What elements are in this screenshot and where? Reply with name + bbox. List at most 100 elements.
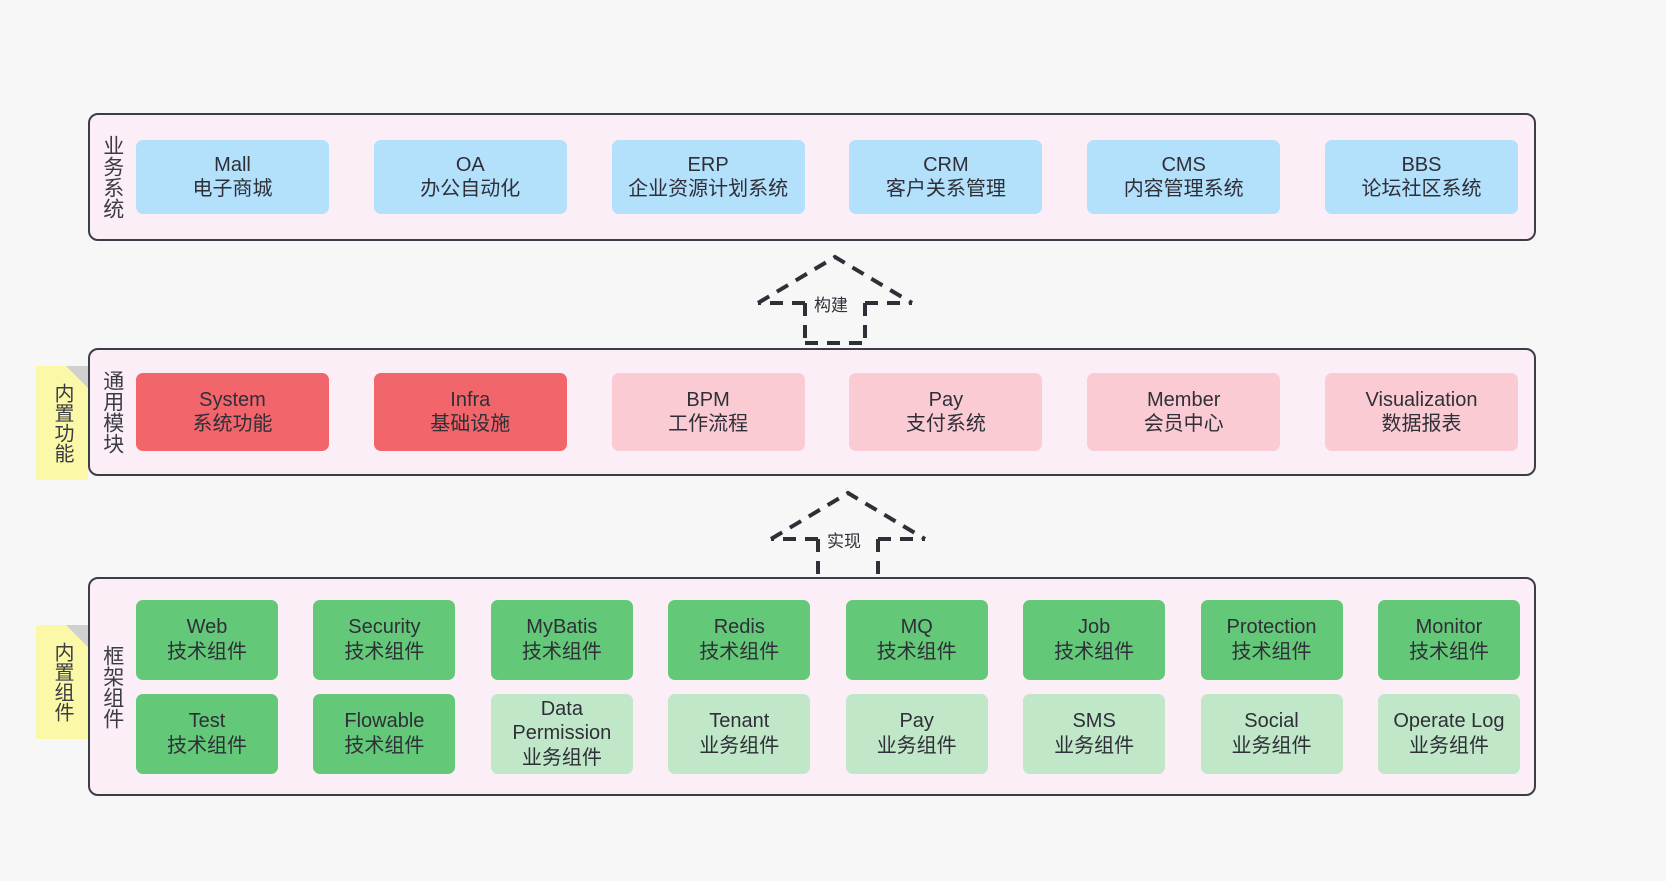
card-cms[interactable]: CMS 内容管理系统 xyxy=(1087,140,1281,214)
card-flowable[interactable]: Flowable 技术组件 xyxy=(313,693,456,774)
card-title: Pay xyxy=(928,388,964,411)
card-data-permission[interactable]: Data Permission 业务组件 xyxy=(490,693,633,774)
card-subtitle: 业务组件 xyxy=(521,746,602,769)
card-system[interactable]: System 系统功能 xyxy=(136,373,329,451)
card-title: Infra xyxy=(450,388,491,411)
card-title: Visualization xyxy=(1365,388,1478,411)
card-title: BBS xyxy=(1401,153,1442,176)
card-subtitle: 技术组件 xyxy=(699,640,780,663)
card-web[interactable]: Web 技术组件 xyxy=(136,599,278,680)
card-title: Flowable xyxy=(344,710,425,733)
note-label: 内置组件 xyxy=(51,642,73,722)
card-subtitle: 技术组件 xyxy=(344,640,425,663)
note-builtin-components: 内置组件 xyxy=(36,625,88,739)
card-title: Pay xyxy=(899,710,934,733)
card-mq[interactable]: MQ 技术组件 xyxy=(845,599,988,680)
framework-components-row-2: Test 技术组件 Flowable 技术组件 Data Permission … xyxy=(136,693,1520,774)
business-systems-row: Mall 电子商城 OA 办公自动化 ERP 企业资源计划系统 CRM 客户关系… xyxy=(136,140,1518,214)
card-crm[interactable]: CRM 客户关系管理 xyxy=(849,140,1043,214)
card-title: OA xyxy=(455,153,485,176)
section-body-common-modules: System 系统功能 Infra 基础设施 BPM 工作流程 Pay 支付系统… xyxy=(134,350,1534,474)
section-framework-components: 框架组件 Web 技术组件 Security 技术组件 MyBatis 技术组件… xyxy=(88,577,1536,796)
card-subtitle: 技术组件 xyxy=(344,734,425,757)
common-modules-row: System 系统功能 Infra 基础设施 BPM 工作流程 Pay 支付系统… xyxy=(136,373,1518,451)
card-visualization[interactable]: Visualization 数据报表 xyxy=(1324,373,1518,451)
card-subtitle: 技术组件 xyxy=(876,640,957,663)
card-mybatis[interactable]: MyBatis 技术组件 xyxy=(490,599,633,680)
section-label-framework-components: 框架组件 xyxy=(100,644,124,729)
card-subtitle: 技术组件 xyxy=(167,734,247,757)
card-pay-component[interactable]: Pay 业务组件 xyxy=(845,693,988,774)
card-subtitle: 技术组件 xyxy=(1054,640,1135,663)
card-title: BPM xyxy=(686,388,730,411)
card-title: CMS xyxy=(1161,153,1206,176)
card-subtitle: 业务组件 xyxy=(1231,734,1312,757)
card-subtitle: 内容管理系统 xyxy=(1123,178,1244,200)
note-builtin-features: 内置功能 xyxy=(36,366,88,480)
card-title: MyBatis xyxy=(526,616,598,639)
card-title: Redis xyxy=(713,616,765,639)
note-label: 内置功能 xyxy=(51,383,73,463)
card-mall[interactable]: Mall 电子商城 xyxy=(136,140,329,214)
card-test[interactable]: Test 技术组件 xyxy=(136,693,278,774)
card-title: Member xyxy=(1147,388,1221,411)
card-subtitle: 技术组件 xyxy=(521,640,602,663)
card-title: SMS xyxy=(1072,710,1116,733)
card-subtitle: 会员中心 xyxy=(1143,413,1224,435)
card-subtitle: 业务组件 xyxy=(699,734,780,757)
card-subtitle: 电子商城 xyxy=(192,178,273,200)
card-monitor[interactable]: Monitor 技术组件 xyxy=(1377,599,1520,680)
framework-components-row-1: Web 技术组件 Security 技术组件 MyBatis 技术组件 Redi… xyxy=(136,599,1520,680)
card-subtitle: 基础设施 xyxy=(430,413,511,435)
card-subtitle: 工作流程 xyxy=(668,413,749,435)
card-subtitle: 办公自动化 xyxy=(420,178,521,200)
card-oa[interactable]: OA 办公自动化 xyxy=(373,140,567,214)
section-common-modules: 通用模块 System 系统功能 Infra 基础设施 BPM 工作流程 Pay… xyxy=(88,348,1536,476)
card-title: Data Permission xyxy=(512,697,612,745)
card-bbs[interactable]: BBS 论坛社区系统 xyxy=(1324,140,1518,214)
card-subtitle: 系统功能 xyxy=(192,413,273,435)
card-subtitle: 企业资源计划系统 xyxy=(628,178,789,200)
arrow-implement: 实现 xyxy=(763,489,933,581)
card-title: Protection xyxy=(1226,616,1317,639)
card-title: ERP xyxy=(687,153,729,176)
card-title: Operate Log xyxy=(1393,710,1505,733)
card-member[interactable]: Member 会员中心 xyxy=(1087,373,1281,451)
note-fold-corner-icon xyxy=(66,625,88,647)
card-protection[interactable]: Protection 技术组件 xyxy=(1200,599,1343,680)
card-subtitle: 数据报表 xyxy=(1381,413,1462,435)
note-fold-corner-icon xyxy=(66,366,88,388)
section-label-common-modules: 通用模块 xyxy=(100,370,124,454)
card-bpm[interactable]: BPM 工作流程 xyxy=(611,373,805,451)
card-title: Tenant xyxy=(709,710,770,733)
card-subtitle: 业务组件 xyxy=(1408,734,1489,757)
card-tenant[interactable]: Tenant 业务组件 xyxy=(668,693,811,774)
card-subtitle: 论坛社区系统 xyxy=(1361,178,1482,200)
card-operate-log[interactable]: Operate Log 业务组件 xyxy=(1377,693,1520,774)
card-subtitle: 业务组件 xyxy=(876,734,957,757)
section-business-systems: 业务系统 Mall 电子商城 OA 办公自动化 ERP 企业资源计划系统 CRM… xyxy=(88,113,1536,241)
card-title: MQ xyxy=(900,616,933,639)
card-subtitle: 技术组件 xyxy=(1231,640,1312,663)
card-title: Test xyxy=(188,710,226,733)
card-erp[interactable]: ERP 企业资源计划系统 xyxy=(611,140,805,214)
card-pay-module[interactable]: Pay 支付系统 xyxy=(849,373,1043,451)
card-subtitle: 支付系统 xyxy=(905,413,986,435)
card-title: CRM xyxy=(923,153,969,176)
card-social[interactable]: Social 业务组件 xyxy=(1200,693,1343,774)
card-title: System xyxy=(199,388,266,411)
arrow-implement-label: 实现 xyxy=(827,532,861,551)
card-security[interactable]: Security 技术组件 xyxy=(313,599,456,680)
card-title: Mall xyxy=(214,153,251,176)
section-body-framework-components: Web 技术组件 Security 技术组件 MyBatis 技术组件 Redi… xyxy=(134,579,1534,794)
section-body-business-systems: Mall 电子商城 OA 办公自动化 ERP 企业资源计划系统 CRM 客户关系… xyxy=(134,115,1534,239)
card-redis[interactable]: Redis 技术组件 xyxy=(668,599,811,680)
section-label-business-systems: 业务系统 xyxy=(100,135,124,219)
card-title: Security xyxy=(348,616,421,639)
arrow-build-label: 构建 xyxy=(814,296,848,315)
card-job[interactable]: Job 技术组件 xyxy=(1023,599,1166,680)
card-sms[interactable]: SMS 业务组件 xyxy=(1023,693,1166,774)
card-infra[interactable]: Infra 基础设施 xyxy=(373,373,567,451)
card-title: Web xyxy=(186,616,228,639)
